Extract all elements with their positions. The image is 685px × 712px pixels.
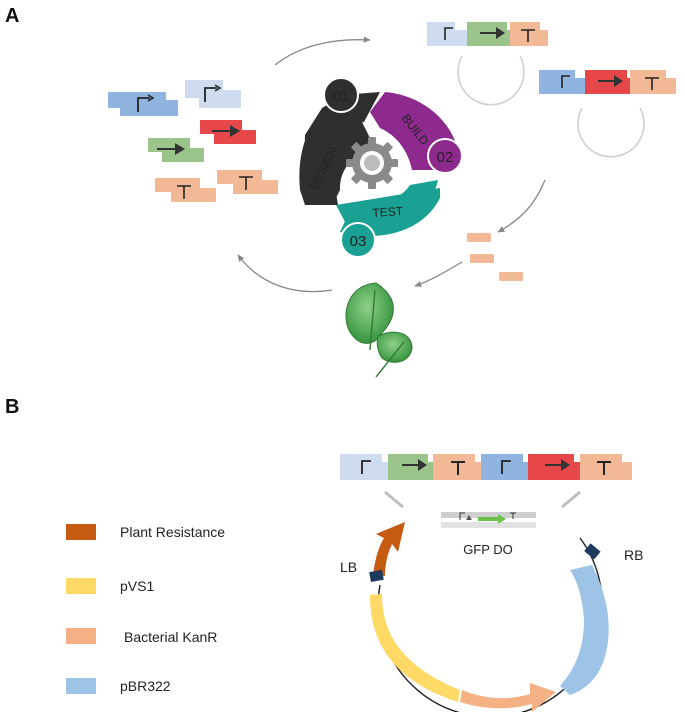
step-02-badge	[427, 138, 463, 174]
strip-cds-red	[528, 454, 584, 480]
insert-expansion-lines	[384, 490, 581, 509]
flow-arrow-bottom-left	[237, 254, 333, 293]
flow-arrow-right	[497, 179, 546, 233]
step-01-number: 01	[333, 88, 350, 105]
assembled-construct-1	[427, 22, 548, 106]
rb-border-marker	[584, 543, 601, 560]
step-01-badge	[323, 77, 359, 113]
plant-resistance-segment	[373, 522, 405, 576]
loose-parts	[108, 80, 278, 202]
flow-arrow-bottom-right	[414, 261, 463, 287]
strip-terminator-2	[580, 454, 632, 480]
strip-promoter	[481, 454, 533, 480]
step-03-number: 03	[350, 233, 367, 250]
panel-a-label: A	[5, 5, 19, 27]
promoter-part-light	[185, 80, 241, 108]
strip-cds-green	[388, 454, 438, 480]
terminator-part	[155, 178, 216, 202]
step-02-number: 02	[437, 149, 454, 166]
pvs1-segment	[370, 594, 460, 702]
leaf-icon	[345, 282, 413, 378]
dbt-cycle: DESIGN BUILD TEST 01 02 03	[299, 77, 463, 258]
legend-swatch-pbr322	[66, 678, 96, 694]
construct-strip	[340, 454, 632, 480]
cycle-flow-arrows	[237, 36, 546, 293]
test-label: TEST	[372, 204, 404, 220]
gfp-insert	[441, 512, 536, 528]
legend-label-kanr: Bacterial KanR	[124, 629, 217, 645]
legend-label-pvs1: pVS1	[120, 578, 154, 594]
plasmid-map	[369, 522, 609, 712]
legend-swatch-pvs1	[66, 578, 96, 594]
legend-label-plant-resistance: Plant Resistance	[120, 524, 225, 540]
gfp-do-label: GFP DO	[463, 542, 513, 557]
terminator-part-2	[217, 170, 278, 194]
gear-icon	[346, 137, 398, 189]
legend-swatch-plant-resistance	[66, 524, 96, 540]
kanr-segment	[460, 683, 556, 712]
pbr322-segment	[560, 565, 609, 695]
sample-block	[499, 272, 523, 281]
test-samples	[467, 233, 523, 281]
assembled-construct-2	[539, 70, 676, 158]
step-03-badge	[340, 222, 376, 258]
sample-block	[467, 233, 491, 242]
legend-swatch-kanr	[66, 628, 96, 644]
sample-block	[470, 254, 494, 263]
legend: Plant Resistance pVS1 Bacterial KanR pBR…	[66, 524, 225, 694]
promoter-part	[108, 92, 178, 116]
cds-part-green	[148, 138, 204, 162]
gfp-arrow	[478, 514, 506, 524]
lb-border-marker	[369, 569, 384, 582]
panel-b-label: B	[5, 396, 19, 418]
legend-label-pbr322: pBR322	[120, 678, 171, 694]
flow-arrow-top	[274, 36, 371, 66]
rb-label: RB	[624, 547, 643, 563]
strip-promoter-light	[340, 454, 392, 480]
design-segment-body	[299, 92, 380, 205]
cds-part-red	[200, 120, 256, 144]
lb-label: LB	[340, 559, 357, 575]
